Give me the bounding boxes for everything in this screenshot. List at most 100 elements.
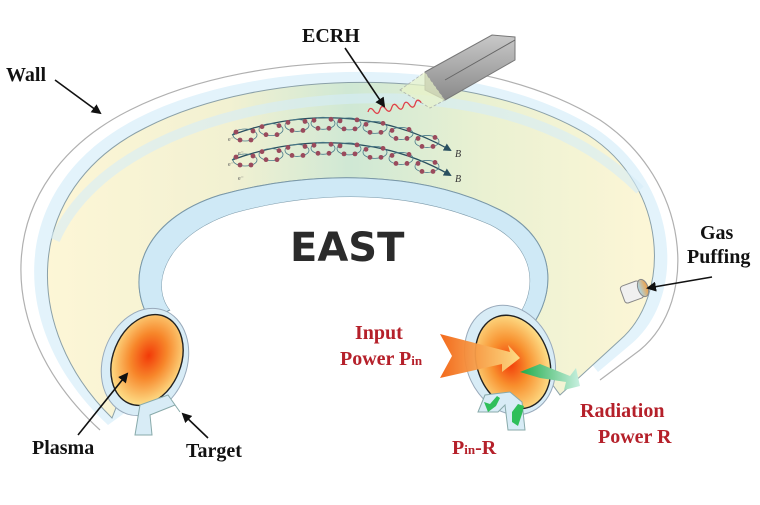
ion-particle: [233, 154, 239, 160]
ion-particle: [315, 150, 321, 156]
ion-particle: [406, 152, 412, 157]
ion-particle: [285, 145, 291, 150]
ion-particle: [315, 125, 321, 131]
ion-particle: [380, 120, 386, 126]
divertor-flux-arrow-2: [512, 404, 524, 426]
ion-particle: [250, 153, 256, 159]
diagram-title: EAST: [290, 225, 405, 271]
gyro-orbit: [284, 119, 310, 132]
ion-particle: [393, 161, 399, 166]
ecrh-pointer-arrow: [344, 47, 386, 108]
ion-particle: [337, 118, 343, 124]
ion-particle: [378, 154, 384, 160]
wall-pointer-arrow: [54, 79, 102, 115]
gyro-orbit: [310, 116, 336, 130]
ecrh-waveguide: [399, 34, 516, 109]
gas-puffing-label-line1: Gas: [700, 222, 734, 244]
gyro-orbit: [362, 120, 388, 134]
ion-particle: [363, 146, 369, 152]
gyro-orbit: [388, 152, 414, 165]
ion-particle: [389, 153, 395, 158]
ion-particle: [263, 132, 269, 138]
ion-particle: [354, 117, 360, 123]
field-lines: Be⁻e⁻Be⁻e⁻: [228, 116, 461, 185]
ion-particle: [419, 144, 425, 149]
ion-particle: [432, 135, 438, 140]
electron-label: e⁻: [228, 162, 234, 168]
input-power-arrow: [440, 334, 520, 378]
ion-particle: [248, 137, 254, 143]
left-plasma-core: [110, 313, 184, 407]
ion-particle: [302, 144, 308, 149]
ion-particle: [404, 136, 410, 141]
gyro-orbit: [388, 127, 414, 140]
ion-particle: [389, 128, 395, 133]
ion-particle: [259, 124, 265, 130]
ion-particle: [237, 162, 243, 168]
input-power-subscript: in: [411, 353, 423, 368]
ion-particle: [300, 153, 306, 158]
electron-label: e⁻: [238, 176, 244, 182]
ion-particle: [276, 148, 282, 154]
gyro-orbit: [232, 128, 258, 142]
plasma-label: Plasma: [32, 437, 95, 459]
ion-particle: [380, 145, 386, 151]
ion-particle: [237, 137, 243, 143]
radiation-power-arrow: [520, 364, 580, 390]
pin-minus-r-main: P: [452, 437, 465, 459]
input-power-label-line1: Input: [355, 322, 403, 344]
ion-particle: [311, 117, 317, 123]
ion-particle: [378, 129, 384, 135]
input-power-label-line2: Power Pin: [340, 348, 422, 372]
ion-particle: [367, 129, 373, 135]
pin-minus-r-label: Pin-R: [452, 437, 496, 461]
gyro-orbit: [362, 145, 388, 159]
ion-particle: [289, 153, 295, 158]
divertor-flux-arrow-1: [484, 396, 500, 412]
magnetic-field-line: [231, 117, 452, 151]
gyro-orbit: [414, 160, 440, 173]
gyro-orbit: [232, 153, 258, 167]
field-label-b: B: [455, 149, 461, 160]
ion-particle: [419, 169, 425, 174]
plasma-pointer-arrow: [77, 372, 129, 436]
ion-particle: [352, 151, 358, 157]
ion-particle: [250, 128, 256, 134]
target-label: Target: [186, 440, 242, 462]
ion-particle: [367, 154, 373, 160]
gas-puffing-pointer-arrow: [646, 276, 713, 292]
ion-particle: [328, 116, 334, 122]
wall-label: Wall: [6, 64, 47, 86]
ion-particle: [430, 169, 436, 174]
ion-particle: [415, 136, 421, 141]
gyro-orbit: [284, 144, 310, 157]
gyro-orbit: [414, 135, 440, 148]
ion-particle: [276, 123, 282, 129]
ion-particle: [263, 157, 269, 163]
ion-particle: [337, 143, 343, 149]
ion-particle: [289, 128, 295, 133]
ion-particle: [259, 149, 265, 155]
magnetic-field-line: [231, 142, 452, 176]
ion-particle: [326, 150, 332, 156]
ion-particle: [354, 142, 360, 148]
ion-particle: [285, 120, 291, 125]
ion-particle: [300, 128, 306, 133]
ion-particle: [326, 125, 332, 131]
ion-particle: [233, 129, 239, 135]
ion-particle: [311, 142, 317, 148]
gyro-orbit: [336, 142, 362, 156]
gyro-orbit: [336, 117, 362, 131]
left-divertor: [134, 394, 181, 436]
ecrh-wave: [367, 99, 422, 115]
gyro-orbit: [258, 148, 284, 162]
ion-particle: [302, 119, 308, 124]
ion-particle: [404, 161, 410, 166]
electron-label: e⁻: [228, 137, 234, 143]
ion-particle: [248, 162, 254, 168]
gyro-orbit: [258, 123, 284, 137]
ion-particle: [274, 157, 280, 163]
outer-wall-outline: [20, 61, 679, 431]
ion-particle: [415, 161, 421, 166]
pin-minus-r-subscript: in: [464, 442, 476, 457]
